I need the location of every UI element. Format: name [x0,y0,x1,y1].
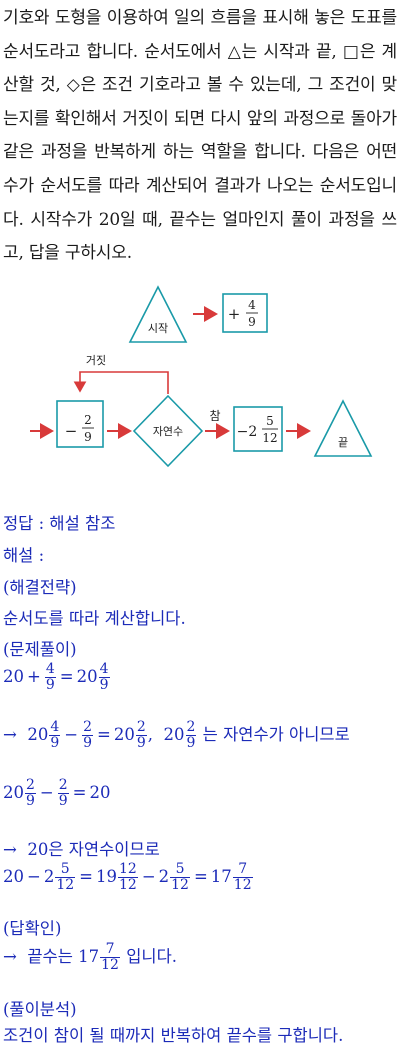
sub-num: 2 [84,413,92,427]
start-label: 시작 [148,322,168,335]
problem-paragraph: 기호와 도형을 이용하여 일의 흐름을 표시해 놓은 도표를 순서도라고 합니다… [3,8,397,264]
eq1-eq: = [59,667,74,686]
condition-label: 자연수 [153,425,183,438]
answer-line: 정답 : 해설 참조 [3,514,116,533]
strategy-heading: (해결전략) [3,578,77,597]
flowchart: 시작 + 4 9 거짓 − 2 9 자연수 참 −2 5 12 끝 [0,276,400,496]
explain-label: 해설 : [3,546,45,565]
start-triangle [128,285,188,343]
add-box [222,293,268,333]
eq2-arrow: → [3,725,17,744]
eq1-r-whole: 20 [76,667,98,686]
eq1-a: 20 [3,667,24,686]
final-box [233,406,283,452]
true-label: 참 [209,409,220,423]
final-prefix: −2 [237,424,258,440]
sub-sign: − [65,422,78,440]
work-heading: (문제풀이) [3,640,77,659]
sub-den: 9 [84,430,92,444]
eq2-text: 는 자연수가 아니므로 [202,725,350,744]
end-triangle [313,399,373,457]
strategy-text: 순서도를 따라 계산합니다. [3,609,186,628]
problem-text: 기호와 도형을 이용하여 일의 흐름을 표시해 놓은 도표를 순서도라고 합니다… [3,2,397,271]
false-label: 거짓 [86,354,106,367]
analysis-text: 조건이 참이 될 때까지 반복하여 끝수를 구합니다. [3,1026,344,1045]
check-heading: (답확인) [3,919,62,938]
final-num: 5 [266,414,274,428]
flowchart-svg: 시작 + 4 9 거짓 − 2 9 자연수 참 −2 5 12 끝 [30,285,373,468]
add-sign: + [228,305,241,323]
end-label: 끝 [338,436,348,449]
condition-diamond [132,394,204,468]
eq1-op: + [27,667,41,686]
equation-4: → 20은 자연수이므로 [3,840,160,859]
final-den: 12 [262,431,277,445]
subtract-box [56,400,104,448]
add-num: 4 [248,298,256,312]
false-loop-line [73,371,169,394]
analysis-heading: (풀이분석) [3,1000,77,1019]
add-den: 9 [248,315,256,329]
